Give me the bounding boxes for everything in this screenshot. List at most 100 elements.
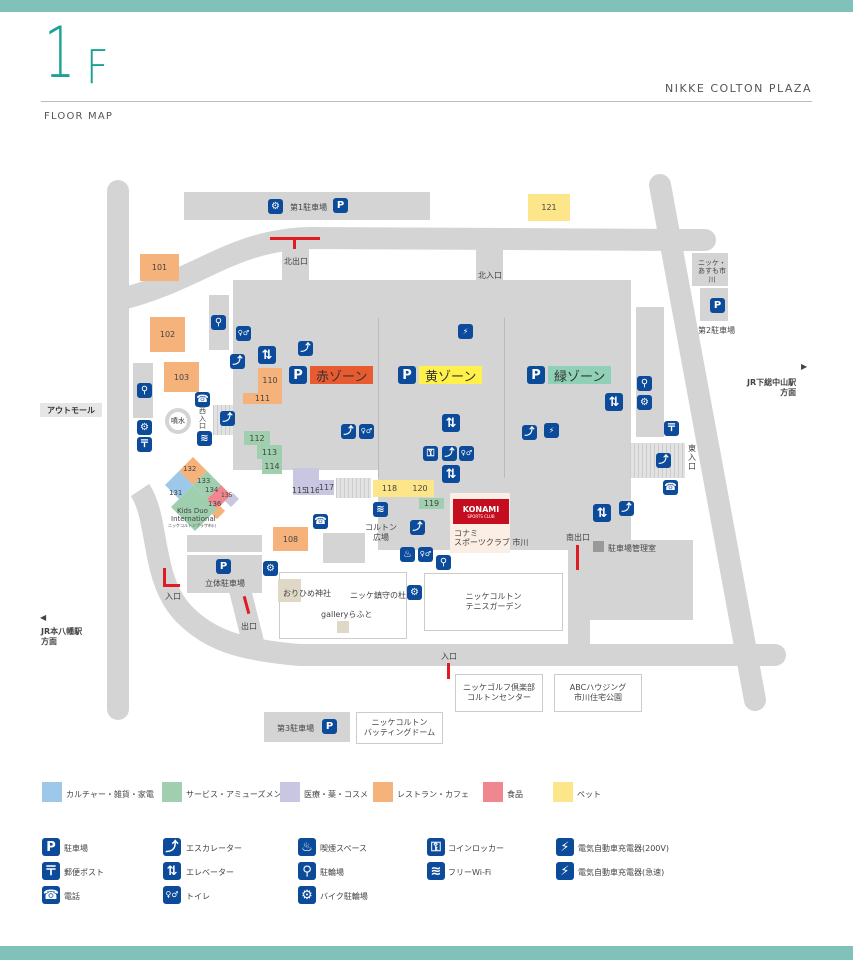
- motorbike-icon: ⚙: [298, 886, 316, 904]
- phone-icon: ☎: [313, 514, 328, 529]
- batting-label-2: バッティングドーム: [363, 728, 436, 737]
- shop-115[interactable]: 115: [292, 468, 307, 495]
- shop-131[interactable]: 131: [169, 489, 183, 497]
- shop-135-shape: [225, 493, 239, 507]
- fountain-label: 噴水: [169, 412, 187, 430]
- motorbike-icon: ⚙: [637, 395, 652, 410]
- escalator-icon: ⤴: [619, 501, 634, 516]
- zone-yellow[interactable]: 黄ゾーン: [419, 366, 483, 385]
- parking-icon: P: [216, 559, 231, 574]
- escalator-icon: ⤴: [298, 341, 313, 356]
- shop-118[interactable]: 118: [373, 480, 406, 497]
- shop-110[interactable]: 110: [258, 368, 282, 393]
- motorbike-icon: ⚙: [137, 420, 152, 435]
- motorbike-icon: ⚙: [407, 585, 422, 600]
- north-entrance-label[interactable]: 北入口: [478, 271, 502, 280]
- zone-divider-2: [504, 318, 505, 478]
- shop-134[interactable]: 134: [205, 486, 219, 494]
- legend-label-elevator: エレベーター: [186, 868, 234, 877]
- phone-icon: ☎: [663, 480, 678, 495]
- shop-116[interactable]: 116: [305, 468, 320, 495]
- konami-label-1: コナミ: [454, 529, 478, 538]
- golf-label-1: ニッケゴルフ倶楽部: [463, 682, 535, 692]
- kids-duo-label-2[interactable]: International: [171, 515, 216, 523]
- east-entrance-label[interactable]: 東入口: [688, 444, 696, 471]
- outmall-label[interactable]: アウトモール: [40, 403, 102, 417]
- parking-lot-1[interactable]: [184, 192, 430, 220]
- phone-icon: ☎: [195, 392, 210, 407]
- restroom-icon: ♀♂: [418, 547, 433, 562]
- escalator-icon: ⤴: [230, 354, 245, 369]
- kids-duo-label-3: ニッケコルトンプラザ市川: [168, 523, 216, 528]
- jr-motoyawata-label-1: JR本八幡駅: [41, 627, 83, 636]
- ev-charger-200v-icon: ⚡: [544, 423, 559, 438]
- north-exit-arrow-stem: [293, 237, 296, 249]
- entrance-arrow-h: [163, 584, 180, 587]
- exit-label-a[interactable]: 出口: [241, 622, 257, 631]
- restroom-icon: ♀♂: [359, 424, 374, 439]
- parking-office-label[interactable]: 駐車場管理室: [608, 544, 656, 553]
- kids-duo-label-1[interactable]: Kids Duo: [177, 507, 208, 515]
- legend-label-parking: 駐車場: [64, 844, 88, 853]
- tennis-label-1: ニッケコルトン: [465, 591, 522, 601]
- elevator-icon: ⇅: [442, 465, 460, 483]
- orihime-label[interactable]: おりひめ神社: [283, 589, 331, 598]
- konami-logo[interactable]: KONAMI SPORTS CLUB: [453, 499, 509, 524]
- legend-label-escalator: エスカレーター: [186, 844, 242, 853]
- shop-108[interactable]: 108: [273, 527, 308, 551]
- entrance-label-b[interactable]: 入口: [441, 652, 457, 661]
- wifi-icon: ≋: [197, 431, 212, 446]
- shop-120[interactable]: 120: [406, 480, 434, 497]
- post-icon: 〒: [137, 437, 152, 452]
- elevator-icon: ⇅: [258, 346, 276, 364]
- shop-113[interactable]: 113: [257, 445, 282, 459]
- jr-shimousa-direction[interactable]: JR下総中山駅 方面: [747, 378, 796, 399]
- south-building: [590, 540, 693, 620]
- golf-center[interactable]: ニッケゴルフ倶楽部 コルトンセンター: [455, 674, 543, 712]
- arrow-right-icon: ▶: [801, 362, 808, 371]
- ev-charger-fast-icon: ⚡: [556, 862, 574, 880]
- shop-111[interactable]: 111: [243, 393, 282, 404]
- legend-label-restroom: トイレ: [186, 892, 210, 901]
- abc-housing[interactable]: ABCハウジング 市川住宅公園: [554, 674, 642, 712]
- legend-swatch-culture: [42, 782, 62, 802]
- shop-119[interactable]: 119: [419, 498, 444, 509]
- shop-112[interactable]: 112: [244, 431, 270, 445]
- arrow-left-icon: ◀: [40, 613, 47, 622]
- konami-logo-text: KONAMI: [462, 504, 500, 514]
- legend-label-ev-200v: 電気自動車充電器(200V): [578, 844, 669, 853]
- konami-label-2: スポーツクラブ 市川: [454, 538, 529, 547]
- shop-133[interactable]: 133: [197, 477, 211, 485]
- central-stairs: [336, 478, 371, 498]
- legend-label-post: 郵便ポスト: [64, 868, 104, 877]
- west-entrance-label[interactable]: 西入口: [199, 407, 206, 431]
- shop-136-shape: [211, 505, 225, 519]
- tennis-garden[interactable]: ニッケコルトン テニスガーデン: [424, 573, 563, 631]
- shop-103[interactable]: 103: [164, 362, 199, 392]
- legend-swatch-medical: [280, 782, 300, 802]
- shop-114[interactable]: 114: [262, 459, 282, 474]
- entrance-label-a[interactable]: 入口: [165, 592, 181, 601]
- shop-101[interactable]: 101: [140, 254, 179, 281]
- shop-102[interactable]: 102: [150, 317, 185, 352]
- konami-logo-sub: SPORTS CLUB: [467, 513, 495, 519]
- gallery-label[interactable]: galleryらふと: [321, 610, 373, 619]
- shop-121[interactable]: 121: [528, 194, 570, 221]
- north-exit-label[interactable]: 北出口: [284, 257, 308, 266]
- nikke-forest-label[interactable]: ニッケ鎮守の杜: [350, 591, 406, 600]
- shop-117[interactable]: 117: [319, 480, 334, 495]
- zone-green[interactable]: 緑ゾーン: [548, 366, 612, 385]
- shop-132[interactable]: 132: [183, 465, 197, 473]
- legend-swatch-food: [483, 782, 503, 802]
- zone-red[interactable]: 赤ゾーン: [310, 366, 374, 385]
- shop-136[interactable]: 136: [208, 500, 222, 508]
- nikke-asumo[interactable]: [692, 253, 728, 286]
- wifi-icon: ≋: [427, 862, 445, 880]
- jr-motoyawata-direction[interactable]: JR本八幡駅 方面: [41, 627, 82, 648]
- parking-icon: P: [322, 719, 337, 734]
- jr-shimousa-label-1: JR下総中山駅: [747, 378, 797, 387]
- elevator-icon: ⇅: [163, 862, 181, 880]
- batting-dome[interactable]: ニッケコルトン バッティングドーム: [356, 712, 443, 744]
- south-exit-label[interactable]: 南出口: [566, 533, 590, 542]
- shop-135[interactable]: 135: [221, 492, 233, 499]
